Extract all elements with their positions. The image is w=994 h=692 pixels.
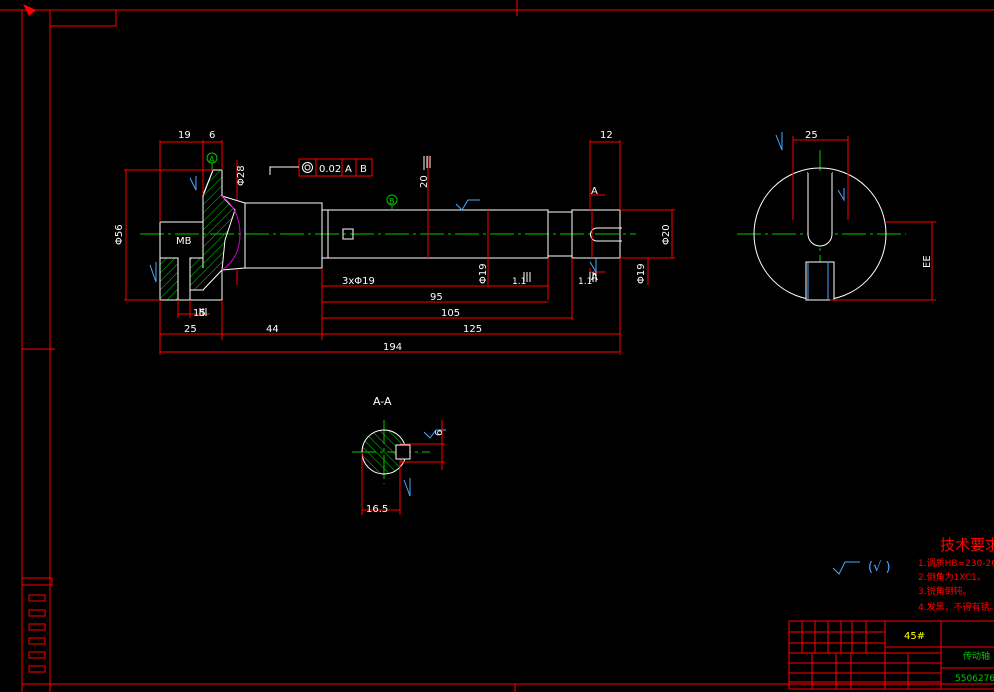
tech-item-1: 1.调质HB=230-260。	[918, 557, 994, 569]
svg-text:B: B	[389, 197, 395, 206]
dim-12: 12	[600, 130, 613, 141]
gdt-datum-2: B	[360, 164, 367, 175]
left-side-blocks	[21, 577, 53, 673]
dim-25: 25	[184, 324, 197, 335]
tech-item-2: 2.倒角为1XC1。	[918, 571, 986, 583]
tolerance-ticks	[199, 156, 597, 316]
dim-dia56: Φ56	[114, 224, 125, 245]
tech-requirements-title: 技术要求	[940, 536, 994, 554]
end-view-width: 25	[805, 130, 818, 141]
dim-194: 194	[383, 342, 402, 353]
dim-tol-1: 1.1	[512, 277, 526, 287]
section-dim-16-5: 16.5	[366, 504, 388, 515]
end-view	[753, 167, 887, 301]
title-material: 45#	[904, 631, 925, 642]
dim-105: 105	[441, 308, 460, 319]
shaft-groove	[487, 210, 593, 258]
dim-dia28: Φ28	[236, 165, 247, 186]
datum-a-marker: A	[206, 152, 218, 170]
dim-15: 15	[193, 308, 206, 319]
dim-6: 6	[209, 130, 215, 141]
flange-section	[159, 169, 241, 301]
dim-44: 44	[266, 324, 279, 335]
section-a-a-dims	[361, 420, 445, 515]
section-a-a-view	[361, 429, 411, 475]
dim-dia19-a: Φ19	[478, 263, 489, 284]
title-drawing-no: 550627614	[955, 674, 994, 684]
dim-3xdia19: 3xΦ19	[342, 276, 375, 287]
dimension-lines	[124, 140, 675, 355]
dimension-labels: 19 6 12 Φ56 Φ28 20 Φ20 Φ19 Φ19 MB 3xΦ19 …	[114, 130, 672, 353]
dim-key20: 20	[419, 175, 430, 188]
end-view-dims	[792, 136, 936, 301]
title-part-name: 传动轴	[963, 650, 990, 662]
roughness-other-note: (√ )	[868, 560, 891, 575]
section-title: A-A	[373, 395, 392, 408]
center-lines	[140, 150, 906, 484]
tech-item-4: 4.发黑，不得有锈。	[918, 601, 994, 613]
dim-tol-2: 1.1	[578, 277, 592, 287]
dim-dia20: Φ20	[661, 224, 672, 245]
dim-dia19-b: Φ19	[636, 263, 647, 284]
section-marker-bottom: A	[591, 272, 598, 283]
roughness-symbols	[149, 132, 860, 575]
shaft-outline	[159, 169, 622, 301]
dim-19: 19	[178, 130, 191, 141]
dim-95: 95	[430, 292, 443, 303]
corner-arrow	[23, 4, 36, 16]
gdt-datum-1: A	[345, 164, 352, 175]
section-dim-6: 6	[434, 430, 445, 436]
end-view-ee: EE	[922, 255, 933, 268]
dim-125: 125	[463, 324, 482, 335]
svg-text:A: A	[209, 155, 215, 164]
gdt-value: 0.02	[319, 164, 341, 175]
dim-mb: MB	[176, 236, 192, 247]
gdt-frame: 0.02 A B	[269, 158, 373, 177]
tech-item-3: 3.锐角倒钝。	[918, 585, 972, 597]
datum-b-marker: B	[386, 194, 398, 210]
section-marker-top: A	[591, 186, 598, 197]
title-block	[788, 620, 994, 690]
